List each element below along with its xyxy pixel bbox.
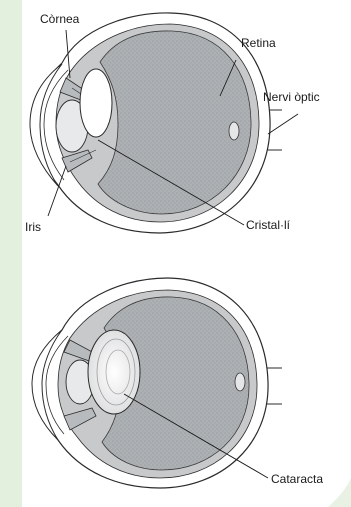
optic-disc [229,122,239,140]
label-cornea: Còrnea [40,12,80,26]
label-optic-nerve: Nervi òptic [263,90,320,104]
label-iris: Iris [25,220,41,234]
optic-disc-2 [235,373,245,391]
lens [80,69,112,137]
label-retina: Retina [241,36,276,50]
label-cataract: Cataracta [271,472,323,486]
cataract-lens [88,330,140,414]
label-lens: Cristal·lí [246,218,291,232]
